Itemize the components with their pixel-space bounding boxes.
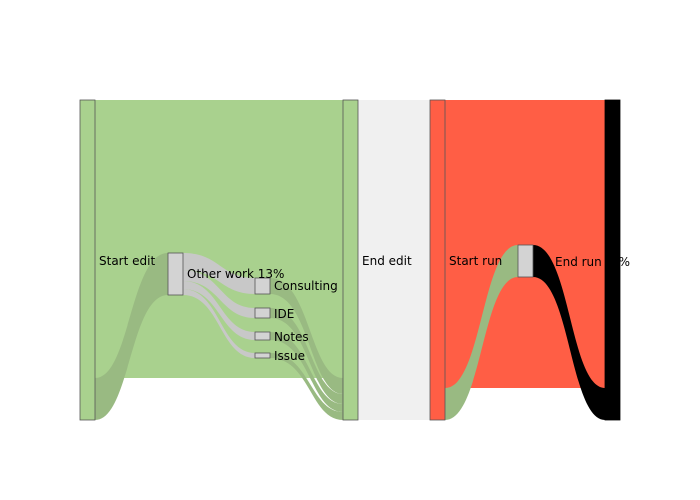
flow-other-to-end-run [533, 245, 605, 420]
label-ide: IDE [274, 307, 294, 321]
label-end-run: End run [555, 255, 602, 269]
label-notes: Notes [274, 330, 309, 344]
flow-other-work-to-notes [183, 281, 255, 340]
flow-issue-to-end-edit [270, 353, 343, 420]
node-end-run[interactable] [604, 99, 621, 421]
flow-start-run-to-end-run [445, 100, 605, 388]
flow-consulting-to-end-edit [270, 278, 343, 394]
label-other-run: Ot [536, 255, 550, 269]
gap-band [358, 100, 430, 420]
flow-other-work-to-ide [183, 270, 255, 318]
label-end-run-pct: 3% [611, 255, 630, 269]
flow-notes-to-end-edit [270, 332, 343, 412]
label-issue: Issue [274, 349, 305, 363]
flow-ide-to-end-edit [270, 308, 343, 404]
node-start-edit[interactable] [79, 99, 96, 421]
flow-start-run-to-other [445, 245, 518, 420]
flow-other-work-to-consulting [183, 253, 255, 294]
label-start-run: Start run [449, 254, 502, 268]
flow-other-work-to-issue [183, 289, 255, 358]
flow-start-edit-to-other-work [95, 253, 168, 420]
label-end-edit: End edit [362, 254, 412, 268]
node-other-work[interactable] [167, 252, 184, 296]
node-issue[interactable] [254, 352, 271, 359]
label-consulting: Consulting [274, 279, 338, 293]
label-start-edit: Start edit [99, 254, 155, 268]
flow-start-edit-to-end-edit [95, 100, 343, 378]
node-notes[interactable] [254, 331, 271, 341]
node-ide[interactable] [254, 307, 271, 319]
node-end-edit[interactable] [342, 99, 359, 421]
node-consulting[interactable] [254, 277, 271, 295]
label-other-work: Other work 13% [187, 267, 284, 281]
node-start-run[interactable] [429, 99, 446, 421]
node-other-run[interactable] [517, 244, 534, 278]
